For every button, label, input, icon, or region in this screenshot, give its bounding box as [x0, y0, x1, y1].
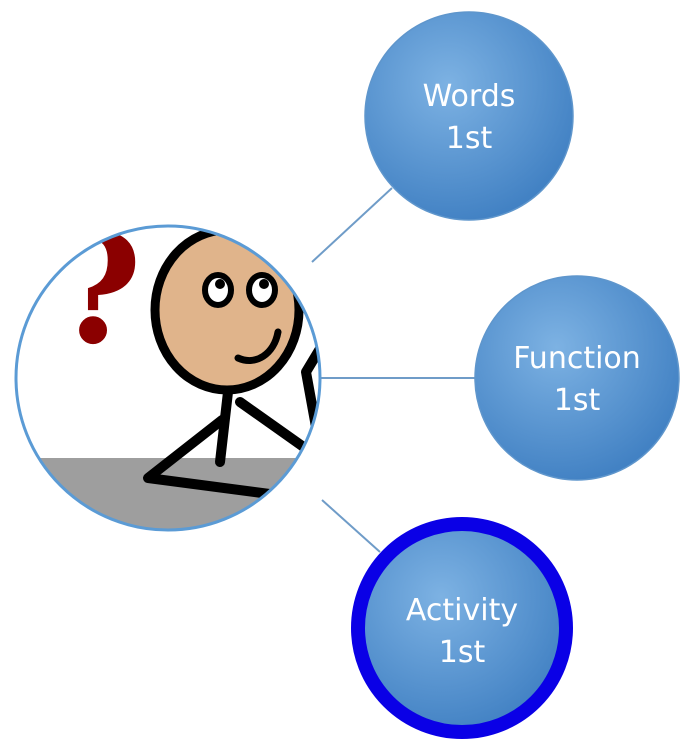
node-function-1st[interactable]: Function 1st	[474, 275, 680, 481]
question-mark-icon: ?	[54, 202, 142, 378]
connector-activity	[321, 499, 381, 553]
node-activity-1st[interactable]: Activity 1st	[351, 517, 573, 739]
hub-circle: ?	[14, 202, 322, 532]
connector-words	[311, 187, 393, 263]
node-activity-label-line2: 1st	[439, 635, 486, 670]
head	[150, 226, 304, 395]
eyes	[202, 272, 278, 308]
node-words-label-line1: Words	[423, 79, 516, 114]
node-function-label-line1: Function	[513, 341, 641, 376]
node-activity-label-line1: Activity	[406, 593, 518, 628]
node-words-1st[interactable]: Words 1st	[364, 11, 574, 221]
node-function-label-line2: 1st	[554, 383, 601, 418]
hand	[264, 488, 304, 526]
node-words-label-line2: 1st	[446, 121, 493, 156]
smile	[234, 328, 282, 364]
